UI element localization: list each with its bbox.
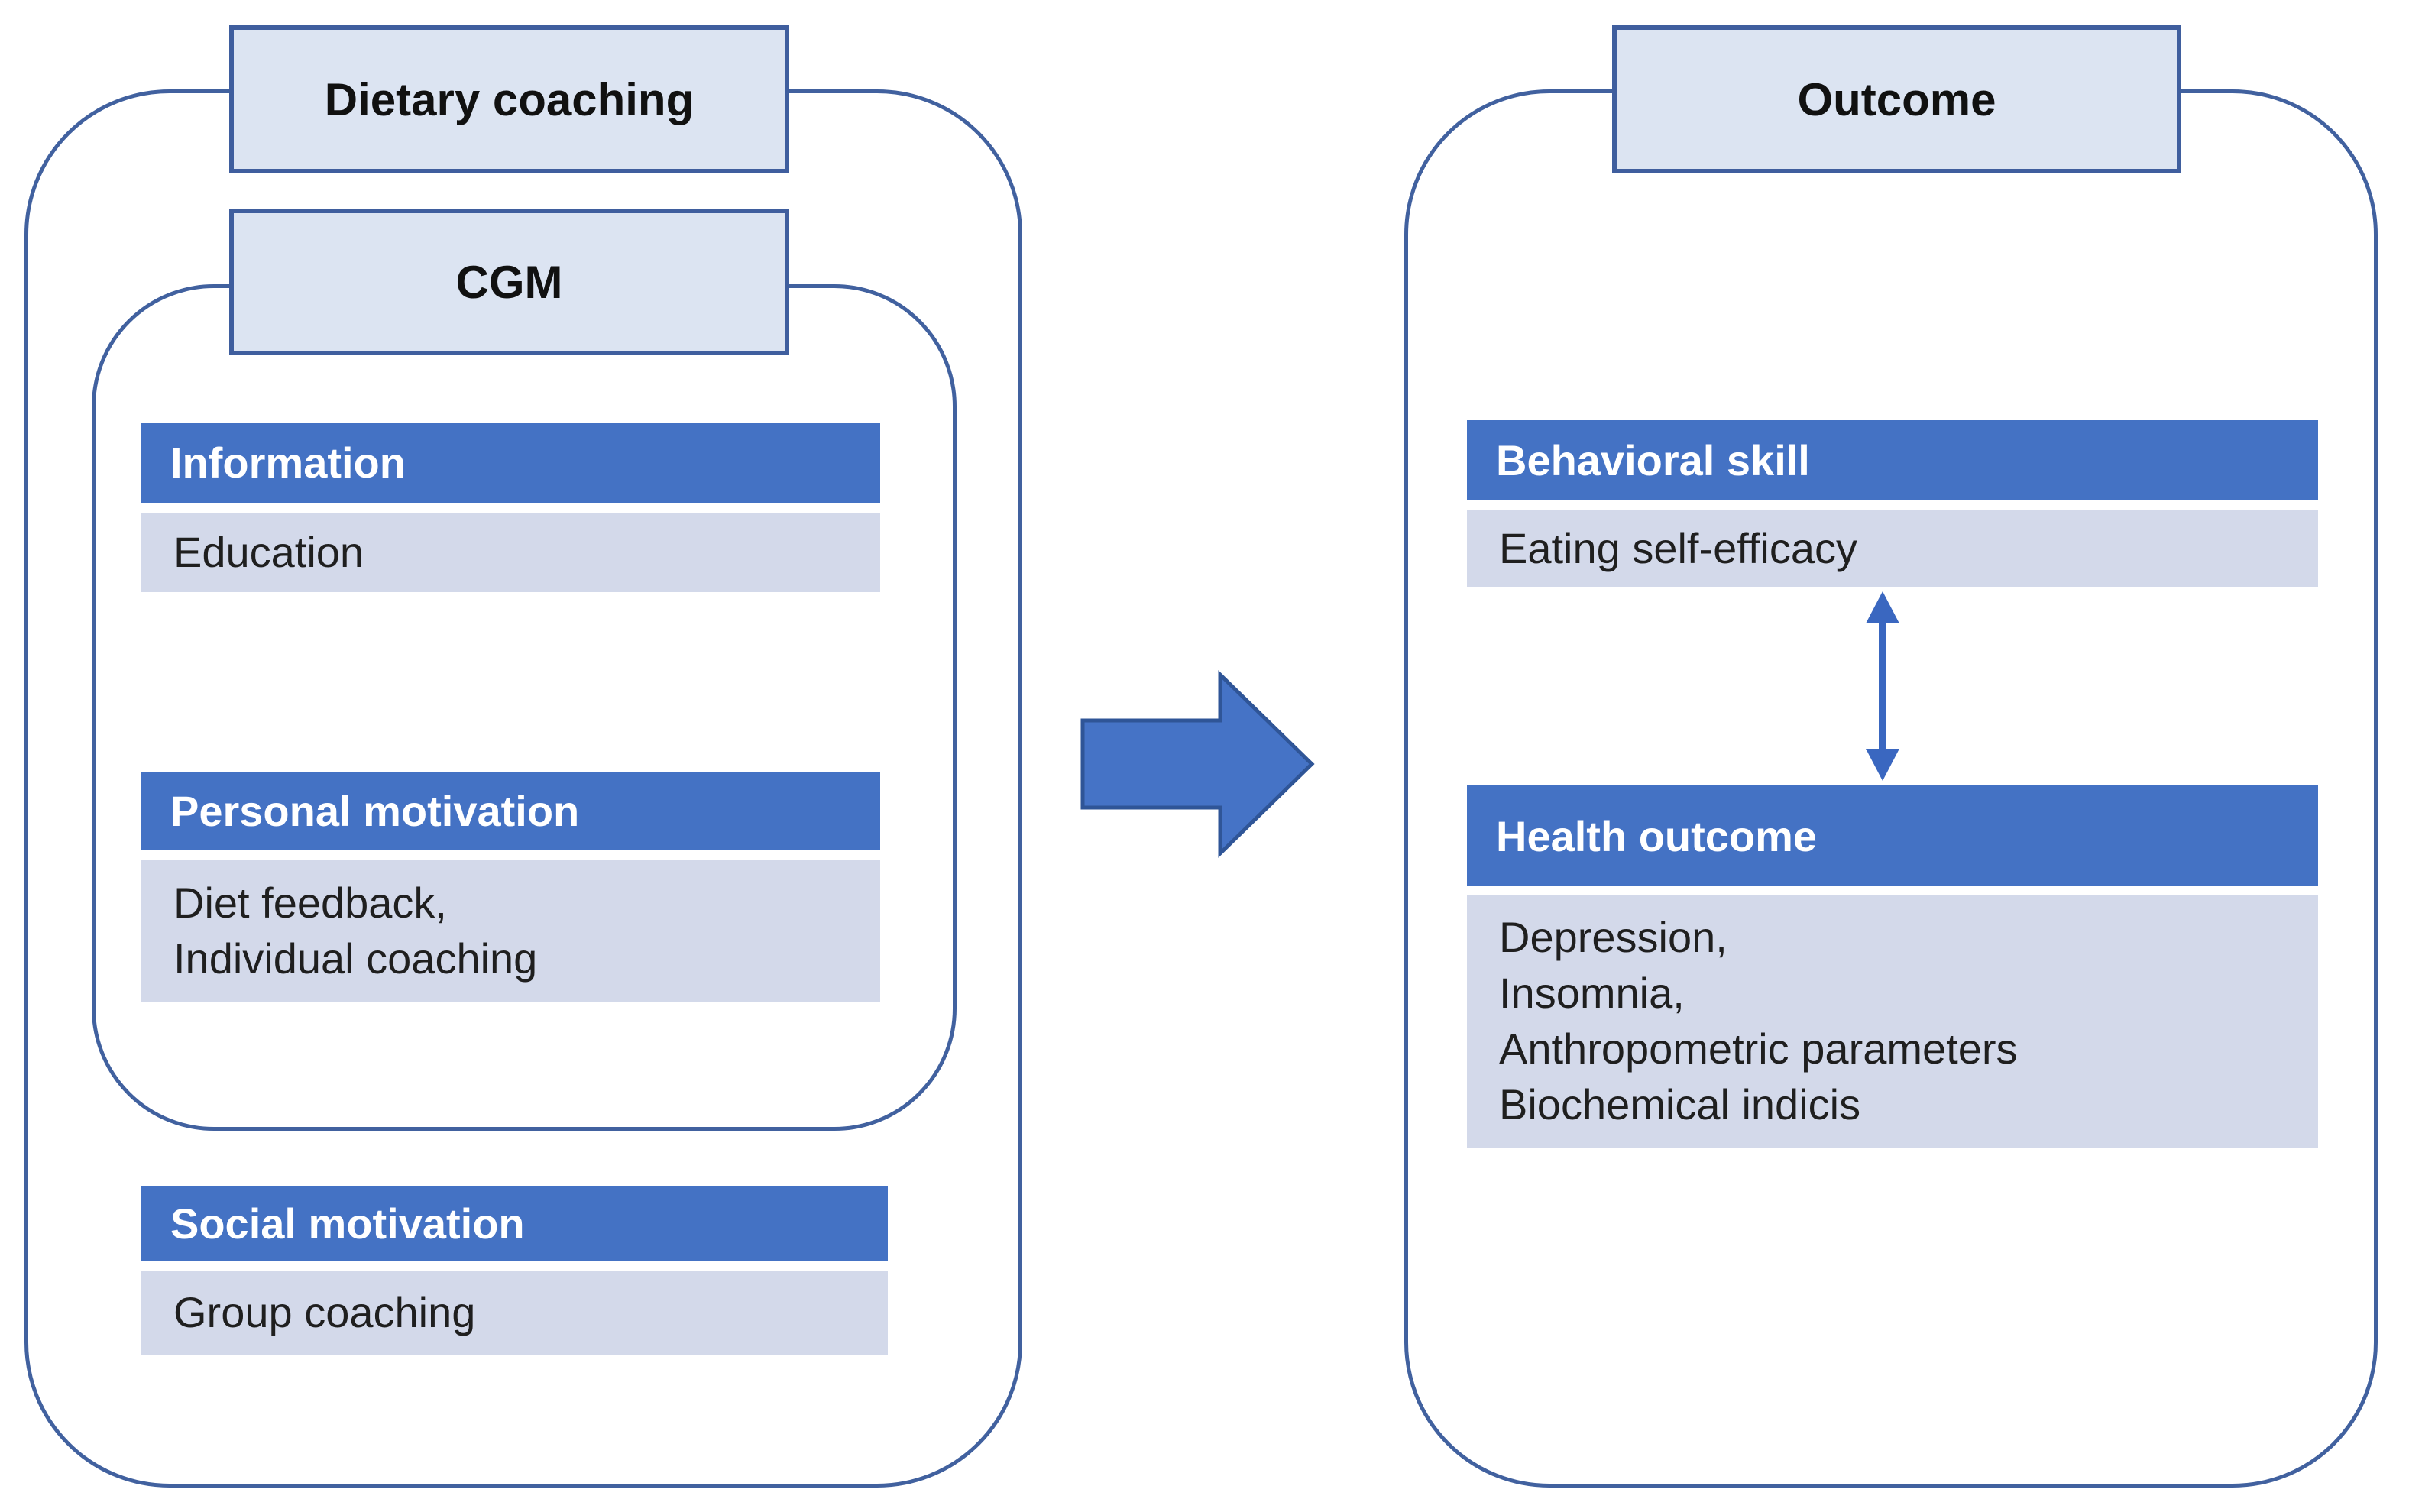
health-outcome-content-line: Depression, [1499,913,1727,962]
health-outcome-content-line: Insomnia, [1499,969,1685,1018]
personal-motivation-header-text: Personal motivation [170,787,580,835]
outcome-label-text: Outcome [1797,73,1996,125]
personal-motivation-content-line: Individual coaching [173,934,538,983]
health-outcome-header: Health outcome [1467,785,2318,886]
dietary-coaching-label: Dietary coaching [229,25,789,173]
bidirectional-arrow-icon [1866,591,1899,781]
behavioral-skill-content-line: Eating self-efficacy [1499,523,1857,572]
personal-motivation-content-line: Diet feedback, [173,879,447,928]
health-outcome-content: Depression, Insomnia, Anthropometric par… [1467,895,2318,1148]
outcome-label: Outcome [1612,25,2181,173]
flow-arrow-icon [1080,670,1315,858]
personal-motivation-header: Personal motivation [141,772,880,850]
information-header-text: Information [170,439,406,487]
health-outcome-header-text: Health outcome [1496,811,1818,860]
dietary-coaching-label-text: Dietary coaching [324,73,695,125]
information-header: Information [141,423,880,503]
social-motivation-content: Group coaching [141,1271,888,1355]
social-motivation-content-line: Group coaching [173,1287,476,1336]
social-motivation-header: Social motivation [141,1186,888,1261]
health-outcome-content-line: Biochemical indicis [1499,1080,1861,1128]
information-content: Education [141,513,880,592]
social-motivation-header-text: Social motivation [170,1200,525,1248]
cgm-label-text: CGM [455,256,563,308]
cgm-label: CGM [229,209,789,355]
health-outcome-content-line: Anthropometric parameters [1499,1025,2018,1073]
personal-motivation-content: Diet feedback, Individual coaching [141,860,880,1002]
behavioral-skill-header-text: Behavioral skill [1496,436,1810,484]
information-content-line: Education [173,528,364,577]
cgm-container-outline [92,284,957,1131]
behavioral-skill-header: Behavioral skill [1467,420,2318,500]
behavioral-skill-content: Eating self-efficacy [1467,510,2318,587]
